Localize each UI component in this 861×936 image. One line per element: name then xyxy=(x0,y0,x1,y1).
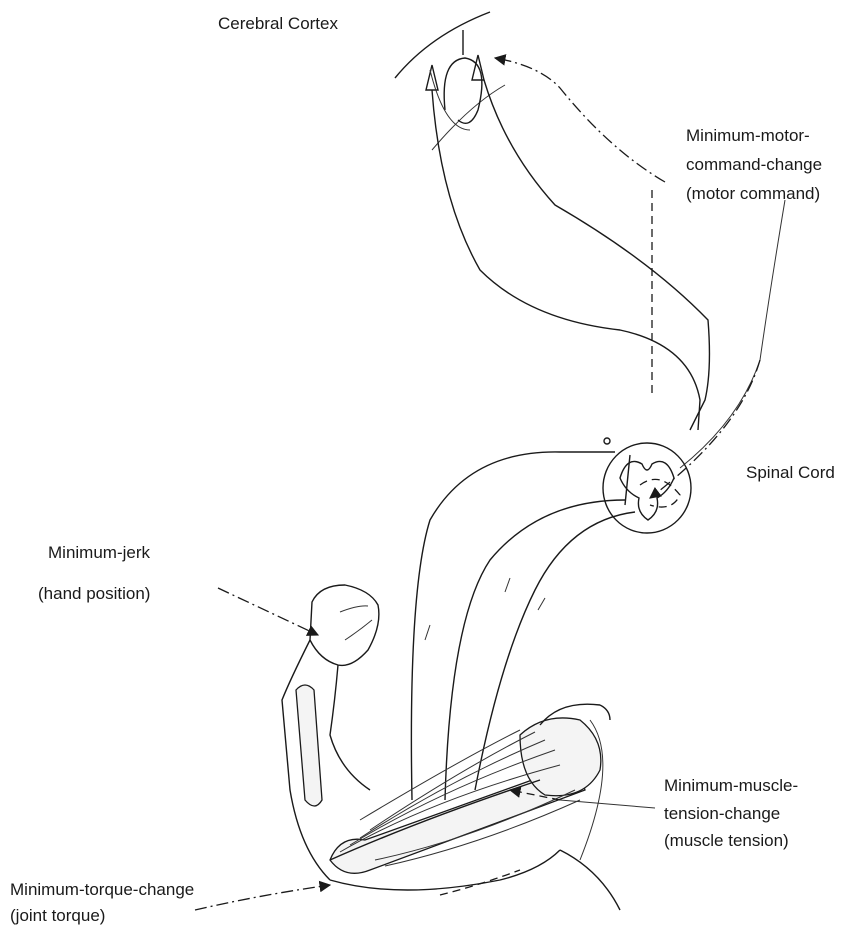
muscle-label-line2: tension-change xyxy=(664,802,780,825)
torque-label-line2: (joint torque) xyxy=(10,904,105,927)
spinal-cord-label: Spinal Cord xyxy=(746,461,835,484)
muscle-leader xyxy=(560,800,655,808)
jerk-label-line2: (hand position) xyxy=(38,582,150,605)
motor-command-arrow xyxy=(495,58,665,182)
arm-muscle-icon xyxy=(282,585,620,910)
motor-command-label-line1: Minimum-motor- xyxy=(686,124,810,147)
motor-command-label-line2: command-change xyxy=(686,153,822,176)
muscle-label-line3: (muscle tension) xyxy=(664,829,789,852)
descending-pathway xyxy=(432,80,709,430)
torque-arrow xyxy=(195,885,330,910)
torque-label-line1: Minimum-torque-change xyxy=(10,878,194,901)
spinal-cord-cross-section-icon xyxy=(603,443,691,533)
cortex-neuron-icon xyxy=(395,12,505,150)
motor-command-label-line3: (motor command) xyxy=(686,182,820,205)
jerk-arrow xyxy=(218,588,318,635)
motor-command-leader xyxy=(680,200,785,468)
muscle-label-line1: Minimum-muscle- xyxy=(664,774,798,797)
jerk-label-line1: Minimum-jerk xyxy=(48,541,150,564)
motor-command-arrow-lower xyxy=(650,360,760,498)
torque-lower-arrow xyxy=(440,870,520,895)
cerebral-cortex-label: Cerebral Cortex xyxy=(218,12,338,35)
